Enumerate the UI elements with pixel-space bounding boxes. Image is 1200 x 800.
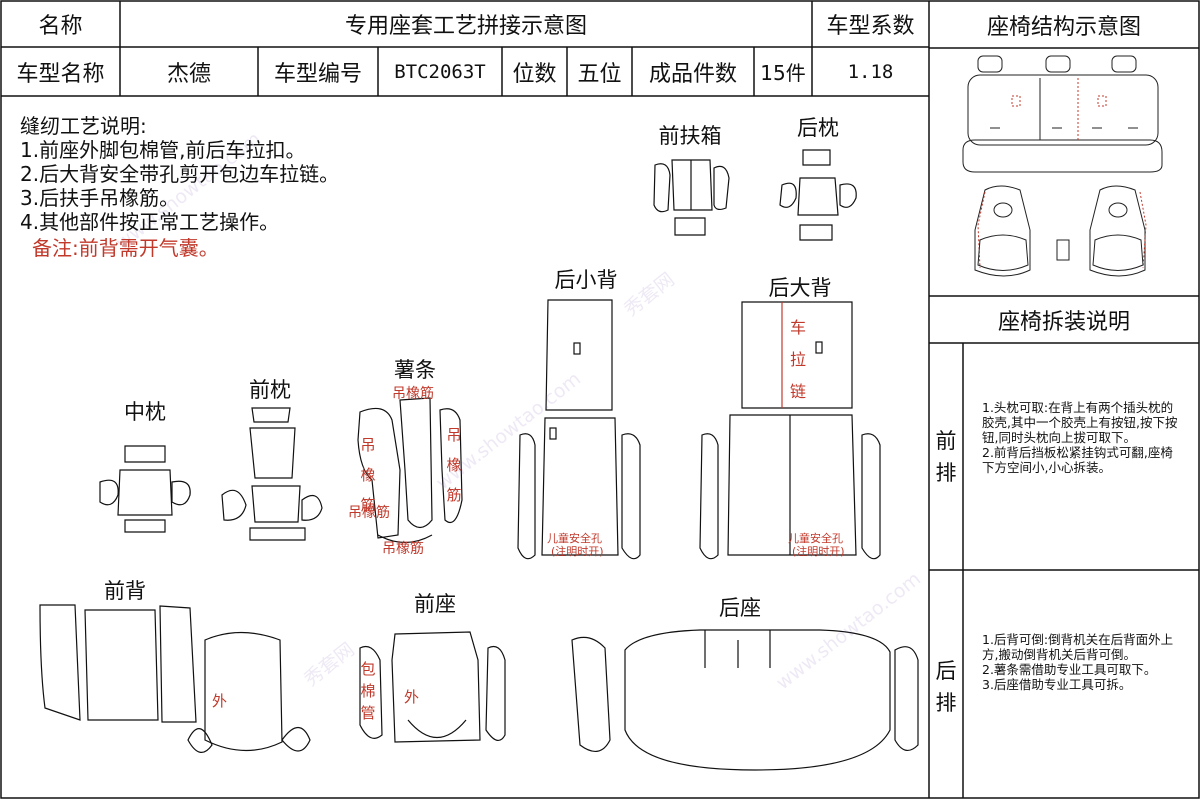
coef-label: 车型系数: [826, 14, 915, 39]
label-rear-big-back: 后大背: [768, 276, 832, 300]
label-front-seat: 前座: [414, 592, 456, 616]
piece-front-armrest-box: [653, 159, 730, 236]
piece-rear-big-back: [699, 301, 881, 560]
annotation-outer-back: 外: [212, 692, 228, 710]
label-middle-pillow: 中枕: [124, 400, 166, 424]
label-front-back: 前背: [104, 579, 146, 603]
piece-middle-pillow: [99, 445, 191, 533]
piece-front-back: [39, 604, 311, 753]
piece-rear-pillow: [779, 149, 857, 241]
name-label: 名称: [38, 14, 83, 39]
annotation-hang-bottom2: 吊橡筋: [382, 541, 424, 557]
annotation-zipper: 车拉链: [790, 318, 807, 401]
annotation-child-belt-hole-2: 儿童安全孔: [788, 532, 843, 545]
annotation-hang-bottom1: 吊橡筋: [348, 505, 390, 521]
process-title: 缝纫工艺说明:: [20, 114, 147, 138]
piece-front-pillow: [221, 407, 323, 541]
rear-row-text: 1.后背可倒:倒背机关在后背面外上方,搬动倒背机关后背可倒。 2.薯条需借助专业…: [982, 632, 1174, 692]
piece-strip: [357, 397, 463, 544]
annotation-hang-right: 吊橡筋: [446, 426, 462, 504]
label-strip: 薯条: [394, 358, 436, 382]
piece-front-seat: [359, 631, 506, 743]
piece-rear-small-back: [517, 299, 641, 560]
structure-title: 座椅结构示意图: [986, 14, 1141, 40]
annotation-outer-seat: 外: [404, 688, 420, 706]
label-rear-seat: 后座: [719, 596, 761, 620]
pieces-label: 成品件数: [648, 61, 737, 87]
label-rear-pillow: 后枕: [797, 116, 839, 140]
piece-rear-seat: [571, 629, 919, 771]
process-remark: 备注:前背需开气囊。: [32, 236, 219, 260]
label-rear-small-back: 后小背: [554, 268, 618, 292]
annotation-hang-elastic: 吊橡筋: [392, 386, 434, 402]
process-item-2: 2.后大背安全带孔剪开包边车拉链。: [20, 162, 340, 186]
label-front-armrest-box: 前扶箱: [658, 124, 722, 148]
annotation-child-belt-hole: 儿童安全孔: [547, 532, 602, 545]
rear-row-label: 后排: [935, 659, 957, 715]
annotation-hang-left: 吊橡筋: [360, 436, 376, 514]
front-row-label: 前排: [935, 429, 957, 485]
process-item-4: 4.其他部件按正常工艺操作。: [20, 210, 280, 234]
annotation-child-belt-note-2: (注明时开): [792, 545, 845, 558]
coef-value: 1.18: [847, 60, 894, 83]
seats-value: 五位: [577, 61, 622, 87]
model-code: BTC2063T: [394, 60, 486, 83]
page-title: 专用座套工艺拼接示意图: [344, 14, 587, 39]
pieces-value: 15件: [760, 61, 806, 85]
annotation-cotton-tube: 包棉管: [360, 660, 376, 722]
front-row-text: 1.头枕可取:在背上有两个插头枕的胶壳,其中一个胶壳上有按钮,按下按钮,同时头枕…: [982, 400, 1178, 475]
disassembly-title: 座椅拆装说明: [997, 309, 1130, 335]
annotation-child-belt-note: (注明时开): [551, 545, 604, 558]
label-front-pillow: 前枕: [249, 378, 291, 402]
model-code-label: 车型编号: [273, 61, 362, 87]
seat-structure-sketch: [962, 55, 1163, 277]
model-name: 杰德: [166, 61, 211, 87]
process-item-1: 1.前座外脚包棉管,前后车拉扣。: [20, 138, 306, 162]
seats-label: 位数: [512, 61, 557, 87]
process-item-3: 3.后扶手吊橡筋。: [20, 186, 180, 210]
model-name-label: 车型名称: [16, 61, 105, 87]
